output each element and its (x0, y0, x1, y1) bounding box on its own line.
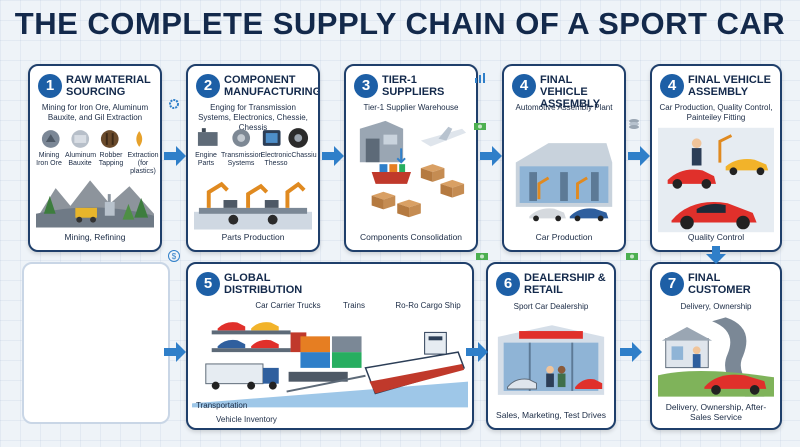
quality-control-illustration (658, 126, 774, 234)
money-icon (476, 250, 488, 262)
step-number-badge: 7 (660, 272, 684, 296)
step-title: GLOBAL DISTRIBUTION (224, 272, 303, 296)
coins-icon (628, 118, 640, 130)
icon-label-transmission: Transmission Systems (221, 152, 263, 167)
gear-icon (168, 98, 180, 110)
step-footer: Car Production (535, 232, 593, 242)
icon-label-bauxite: Aluminum Bauxite (65, 152, 97, 167)
icon-label-engine: Engine Parts (195, 152, 217, 167)
step-card-global-distribution: 5 GLOBAL DISTRIBUTION Car Carrier Trucks… (186, 262, 474, 430)
flow-arrow-right (480, 146, 502, 166)
flow-arrow-right (628, 146, 650, 166)
material-icons (36, 128, 154, 150)
step-footer: Quality Control (687, 232, 745, 242)
flow-arrow-right (164, 146, 186, 166)
empty-placeholder-card (22, 262, 170, 424)
bar-chart-icon (474, 72, 486, 84)
money-icon (626, 250, 638, 262)
step-subtitle: Tier-1 Supplier Warehouse (363, 103, 459, 112)
step-card-component-manufacturing: 2 COMPONENT MANUFACTURING Enging for Tra… (186, 64, 320, 252)
distribution-illustration (192, 312, 468, 408)
dollar-icon: $ (168, 250, 180, 262)
step-card-raw-material: 1 RAW MATERIAL SOURCING Mining for Iron … (28, 64, 162, 252)
step-subtitle: Delivery, Ownership (680, 302, 752, 311)
step-subtitle: Mining for Iron Ore, Aluminum Bauxite, a… (41, 103, 149, 122)
step-title: COMPONENT MANUFACTURING (224, 74, 320, 98)
step-number-badge: 3 (354, 74, 378, 98)
step-card-tier1-suppliers: 3 TIER-1 SUPPLIERS Tier-1 Supplier Wareh… (344, 64, 478, 252)
step-title: TIER-1 SUPPLIERS (382, 74, 445, 98)
step-card-final-assembly-plant: 4 FINAL VEHICLE ASSEMBLY Automotive Asse… (502, 64, 626, 252)
icon-label-chassis: Chassiu (291, 152, 317, 159)
flow-arrow-right (620, 342, 642, 362)
warehouse-illustration (352, 118, 470, 230)
label-trains: Trains (343, 301, 365, 310)
step-title: RAW MATERIAL SOURCING (66, 74, 151, 98)
step-number-badge: 2 (196, 74, 220, 98)
step-card-dealership-retail: 6 DEALERSHIP & RETAIL Sport Car Dealersh… (486, 262, 616, 430)
step-footer: Mining, Refining (64, 232, 126, 242)
step-subtitle: Automotive Assembly Plant (515, 103, 613, 112)
step-subtitle: Sport Car Dealership (513, 302, 589, 311)
step-footer: Components Consolidation (359, 232, 463, 242)
step-subtitle: Car Production, Quality Control, Paintei… (659, 103, 773, 122)
step-number-badge: 6 (496, 272, 520, 296)
mining-illustration (36, 170, 154, 228)
step-subtitle: Enging for Transmission Systems, Electro… (198, 103, 308, 132)
icon-label-electronic: Electronic Thesso (260, 152, 292, 167)
step-title: FINAL CUSTOMER (688, 272, 751, 296)
label-car-carrier: Car Carrier Trucks (255, 301, 321, 310)
step-number-badge: 4 (512, 74, 536, 98)
step-title: FINAL VEHICLE ASSEMBLY (688, 74, 771, 98)
component-icons (194, 126, 312, 150)
flow-arrow-right (466, 342, 488, 362)
flow-arrow-down (706, 246, 726, 264)
flow-arrow-right (322, 146, 344, 166)
step-number-badge: 4 (660, 74, 684, 98)
step-footer: Sales, Marketing, Test Drives (496, 410, 606, 420)
dealership-illustration (494, 316, 608, 406)
icon-label-rubber: Robber Tapping (98, 152, 124, 167)
step-number-badge: 1 (38, 74, 62, 98)
factory-robots-illustration (194, 172, 312, 230)
icon-label-iron-ore: Mining Iron Ore (36, 152, 62, 167)
step-card-final-customer: 7 FINAL CUSTOMER Delivery, Ownership Del… (650, 262, 782, 430)
step-footer: Delivery, Ownership, After-Sales Service (665, 402, 767, 422)
step-number-badge: 5 (196, 272, 220, 296)
icon-label-extraction: Extraction (for plastics) (127, 152, 159, 175)
customer-home-illustration (658, 316, 774, 398)
step-footer: Parts Production (221, 232, 285, 242)
label-roro-ship: Ro-Ro Cargo Ship (395, 301, 461, 310)
label-transportation: Transportation (196, 401, 248, 410)
flow-arrow-right (164, 342, 186, 362)
assembly-plant-illustration (510, 122, 618, 228)
step-card-final-assembly-qc: 4 FINAL VEHICLE ASSEMBLY Car Production,… (650, 64, 782, 252)
svg-text:$: $ (172, 252, 177, 261)
step-title: FINAL VEHICLE ASSEMBLY (540, 74, 601, 110)
label-vehicle-inventory: Vehicle Inventory (216, 415, 277, 424)
page-title: THE COMPLETE SUPPLY CHAIN OF A SPORT CAR (14, 6, 786, 41)
money-icon (474, 120, 486, 132)
step-title: DEALERSHIP & RETAIL (524, 272, 606, 296)
